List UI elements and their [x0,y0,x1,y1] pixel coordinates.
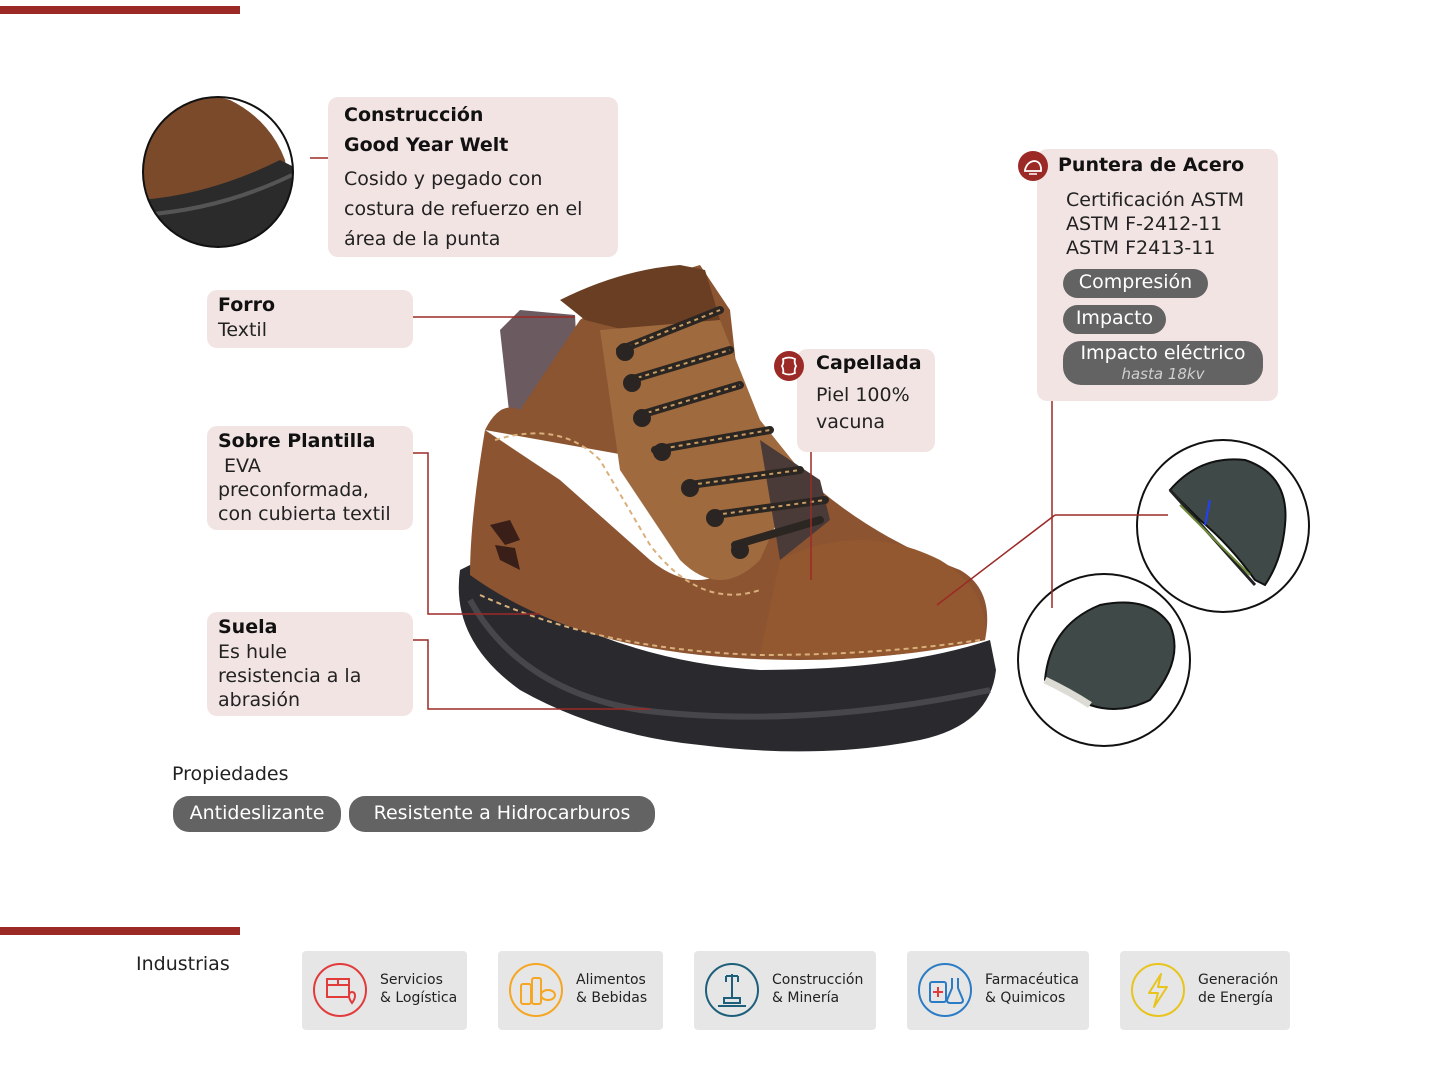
leather-icon [773,350,805,382]
industry-line2: & Bebidas [576,990,648,1006]
food-icon [508,962,564,1018]
hidrocarburos-pill: Resistente a Hidrocarburos [349,796,655,832]
impacto-electrico-label: Impacto eléctrico [1080,342,1246,364]
industrias-label: Industrias [136,953,230,975]
industry-construccion-mineria: Construcción & Minería [694,951,876,1030]
construction-icon [704,962,760,1018]
industry-generacion-energia: Generación de Energía [1120,951,1290,1030]
impacto-pill: Impacto [1063,305,1166,334]
lightning-icon [1130,962,1186,1018]
steel-toe-circle-top [1136,439,1310,613]
suela-title: Suela [218,616,278,638]
forro-description: Textil [218,319,267,341]
pharma-icon [917,962,973,1018]
industry-line2: & Minería [772,990,840,1006]
industry-farmaceutica-quimicos: Farmacéutica & Quimicos [907,951,1089,1030]
industry-line1: Servicios [380,972,443,988]
top-accent-bar [0,6,240,14]
industry-line1: Alimentos [576,972,646,988]
industry-alimentos-bebidas: Alimentos & Bebidas [498,951,663,1030]
construccion-card [328,97,618,257]
industry-line1: Farmacéutica [985,972,1079,988]
construccion-description: Cosido y pegado con costura de refuerzo … [344,168,583,250]
construccion-title-line2: Good Year Welt [344,134,509,156]
puntera-cert-line1: Certificación ASTM [1066,189,1245,211]
industry-line2: & Quimicos [985,990,1066,1006]
suela-card [207,612,413,716]
puntera-title: Puntera de Acero [1058,154,1245,176]
capellada-title: Capellada [816,352,922,374]
industry-line1: Construcción [772,972,864,988]
sobre-plantilla-title: Sobre Plantilla [218,430,376,452]
impacto-electrico-pill: Impacto eléctrico hasta 18kv [1063,341,1263,385]
forro-card [207,290,413,348]
puntera-cert-line3: ASTM F2413-11 [1066,237,1216,259]
boot-drawing [458,265,996,752]
steel-toe-circle-bottom [1017,573,1191,747]
industry-servicios-logistica: Servicios & Logística [302,951,467,1030]
construccion-title-line1: Construcción [344,104,484,126]
industry-line1: Generación [1198,972,1279,988]
propiedades-label: Propiedades [172,763,289,785]
puntera-cert-line2: ASTM F-2412-11 [1066,213,1223,235]
steel-toe-icon [1017,150,1049,182]
suela-description: Es hule resistencia a la abrasión [218,641,362,711]
capellada-description: Piel 100% vacuna [816,384,910,433]
forro-title: Forro [218,294,276,316]
bottom-accent-bar [0,927,240,935]
antideslizante-pill: Antideslizante [173,796,341,832]
sobre-plantilla-description: EVA preconformada, con cubierta textil [218,455,391,525]
capellada-card [797,349,935,452]
compresion-pill: Compresión [1063,269,1208,298]
construction-detail-circle [142,96,294,248]
industry-line2: & Logística [380,990,458,1006]
sobre-plantilla-card [207,426,413,530]
impacto-electrico-sub: hasta 18kv [1121,365,1205,383]
industry-line2: de Energía [1198,990,1274,1006]
box-location-icon [312,962,368,1018]
